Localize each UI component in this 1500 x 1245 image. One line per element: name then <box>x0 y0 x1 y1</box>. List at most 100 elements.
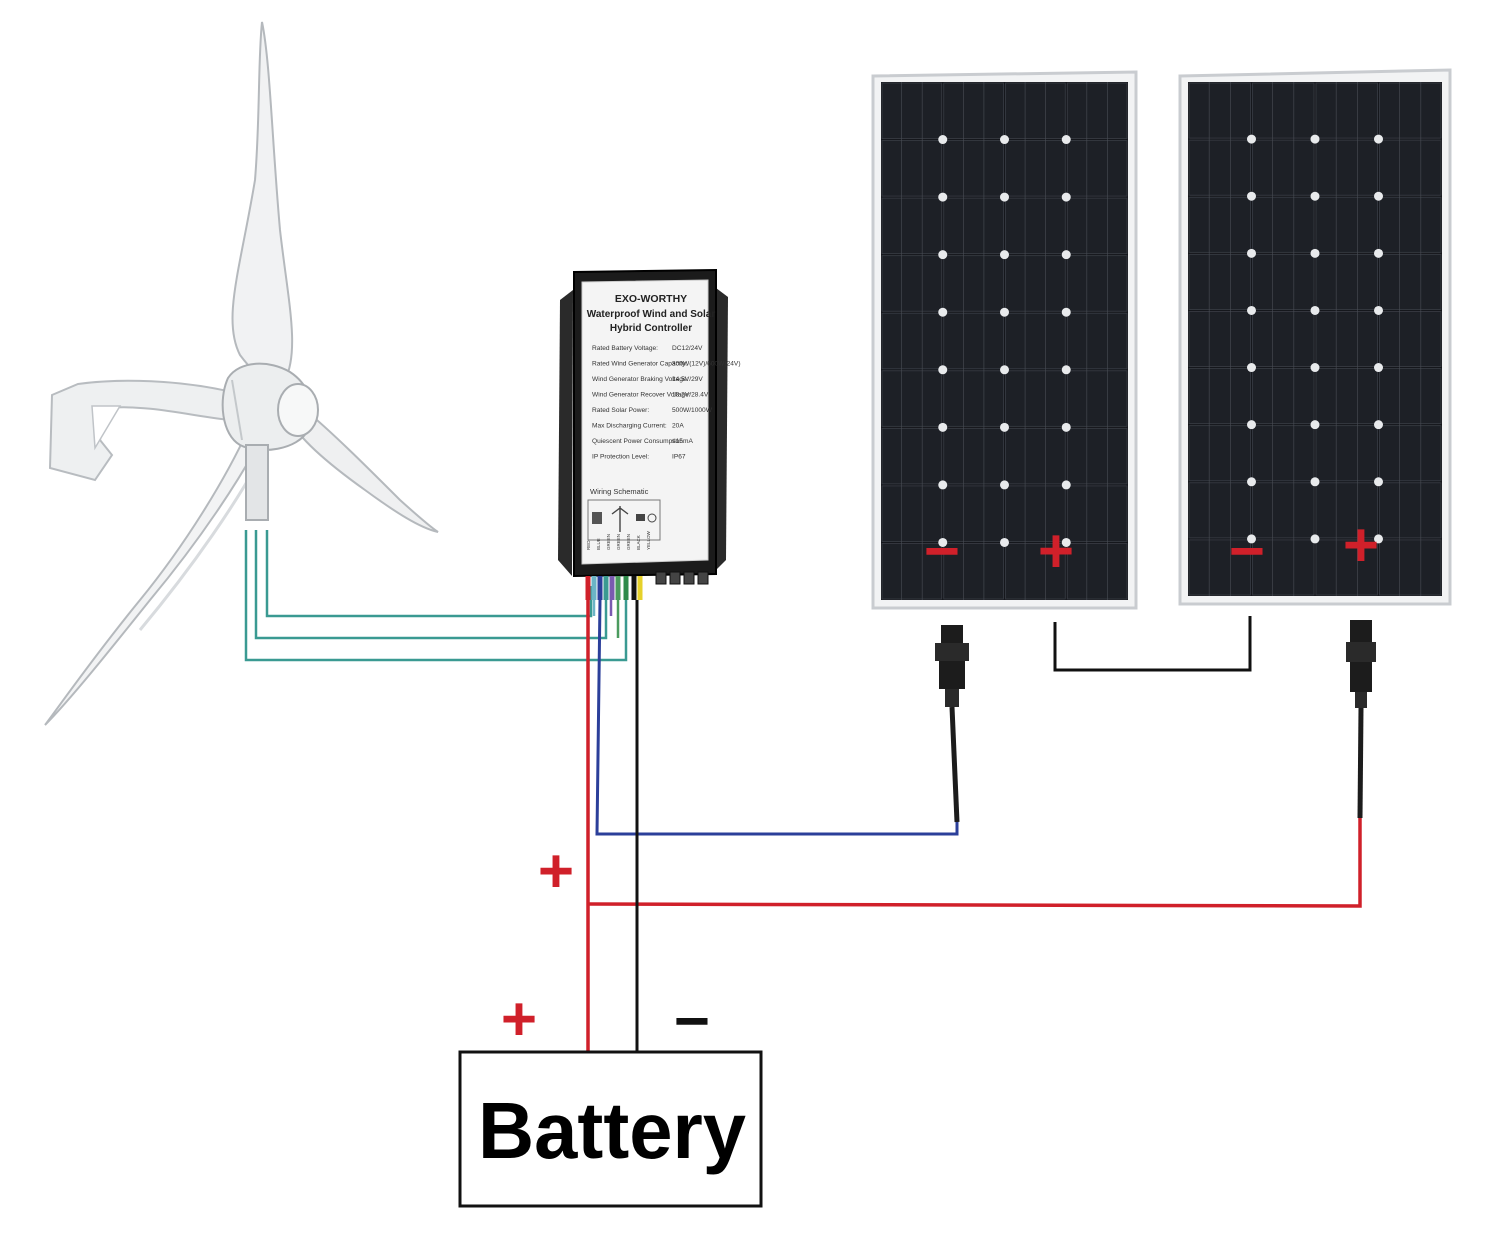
panel-cell <box>943 255 1004 312</box>
panel-cell-corner <box>1247 191 1256 201</box>
panel-cell <box>1315 82 1378 139</box>
panel-cell <box>1005 427 1066 485</box>
panel-cell-corner <box>1310 134 1320 144</box>
panel-cell <box>1252 196 1315 253</box>
panel-cell-corner <box>938 192 948 202</box>
wire-color-label: RED <box>586 540 591 550</box>
wire-color-label: BLUE <box>596 538 601 550</box>
turbine-blade-top <box>231 21 294 385</box>
spec-label: Rated Solar Power: <box>592 407 649 414</box>
panel-cell-corner <box>1000 192 1009 202</box>
battery: Battery <box>458 1050 763 1208</box>
panel-cell-corner <box>1310 191 1320 201</box>
panel-cell-corner <box>938 422 948 432</box>
panel-cell <box>1315 139 1378 196</box>
panel-cell <box>1252 311 1315 367</box>
panel-cell-corner <box>1310 420 1320 430</box>
panel-cell <box>1188 82 1251 139</box>
panel-cell <box>1379 139 1442 196</box>
panel-2-positive-sign: + <box>1343 511 1379 580</box>
spec-value: 300W(12V)/600W(24V) <box>672 361 741 368</box>
panel-cell <box>1315 482 1378 539</box>
panel-cell <box>1379 311 1442 367</box>
spec-value: 500W/1000W <box>672 407 713 414</box>
panel-cell-corner <box>1061 135 1071 145</box>
panel-cell <box>1005 543 1066 600</box>
panel-cell <box>1252 539 1315 596</box>
panel-cell-corner <box>1310 248 1320 258</box>
solar-panel-1 <box>871 70 1138 610</box>
panel-cell <box>1379 539 1442 596</box>
panel-cell <box>1188 311 1251 367</box>
panel-cell-corner <box>1310 363 1320 373</box>
wind-generator-wires <box>244 530 628 662</box>
panel-1-positive-sign: + <box>1038 517 1074 586</box>
battery-positive-sign: + <box>501 985 537 1054</box>
controller-label <box>581 279 709 565</box>
spec-label: Max Discharging Current: <box>592 423 667 430</box>
turbine-blade-right <box>288 408 439 533</box>
controller-wire-stubs <box>585 576 643 600</box>
panel-cell <box>1379 253 1442 310</box>
panel-cell <box>881 197 943 255</box>
turbine-mast <box>245 444 269 521</box>
panel-cell <box>1188 482 1251 539</box>
panel-cell-corner <box>1000 480 1009 490</box>
spec-label: Rated Battery Voltage: <box>592 345 658 352</box>
wiring-plus-sign-upper: + <box>538 837 574 906</box>
panel-cell <box>943 427 1004 485</box>
spec-value: ≤15mA <box>672 438 693 445</box>
panel-cell <box>1315 196 1378 253</box>
panel-1-negative-sign: − <box>924 517 960 586</box>
panel-cell-corner <box>1000 250 1009 260</box>
panel-cell <box>1188 539 1251 596</box>
panel-cell <box>943 485 1004 542</box>
panel-cell <box>1188 139 1251 196</box>
panel-cell-corner <box>1061 537 1071 547</box>
panel-cell <box>881 370 943 427</box>
panel-cell <box>943 312 1004 370</box>
panel-cell <box>1188 253 1251 310</box>
panel-cell <box>1066 197 1128 255</box>
panel-cell <box>1252 425 1315 482</box>
wire-color-label: GREEN <box>606 534 611 550</box>
turbine-blade-bottom <box>44 428 267 726</box>
panel-cell <box>1379 482 1442 539</box>
wire-color-label: GREEN <box>616 534 621 550</box>
spec-label: IP Protection Level: <box>592 454 649 461</box>
panel-cell <box>881 140 943 197</box>
panel-cell <box>1252 253 1315 310</box>
panel-cell <box>1005 312 1066 370</box>
panel-cell-corner <box>1374 305 1383 315</box>
panel-cell <box>1188 425 1251 482</box>
controller-title-line2: Hybrid Controller <box>610 323 692 334</box>
panel-cell-corner <box>938 537 948 547</box>
panel-cell <box>881 312 943 370</box>
turbine-nose-cone <box>277 383 319 437</box>
solar-positive-wire <box>587 818 1362 908</box>
panel-cell-corner <box>1374 363 1383 373</box>
solar-panel-2 <box>1178 68 1452 606</box>
panel-cell-corner <box>1374 248 1383 258</box>
spec-label: Rated Wind Generator Capacity: <box>592 361 687 368</box>
panel-cell <box>1379 368 1442 425</box>
panel-cell <box>881 543 943 600</box>
panel-cell <box>881 485 943 542</box>
panel-cell <box>943 370 1004 427</box>
panel-series-link <box>1053 616 1252 672</box>
battery-label: Battery <box>478 1086 746 1175</box>
panel-cell <box>1252 482 1315 539</box>
wind-turbine <box>44 21 439 726</box>
panel-cell-corner <box>1061 480 1071 490</box>
panel-cell-corner <box>1000 422 1009 432</box>
spec-label: Wind Generator Recover Voltage: <box>592 392 691 399</box>
panel-cell <box>881 427 943 485</box>
panel-cell <box>1005 485 1066 542</box>
wind-wire-3 <box>244 530 628 662</box>
wiring-schematic <box>587 499 661 541</box>
wire-color-label: YELLOW <box>646 530 651 550</box>
panel-cell <box>1252 82 1315 139</box>
